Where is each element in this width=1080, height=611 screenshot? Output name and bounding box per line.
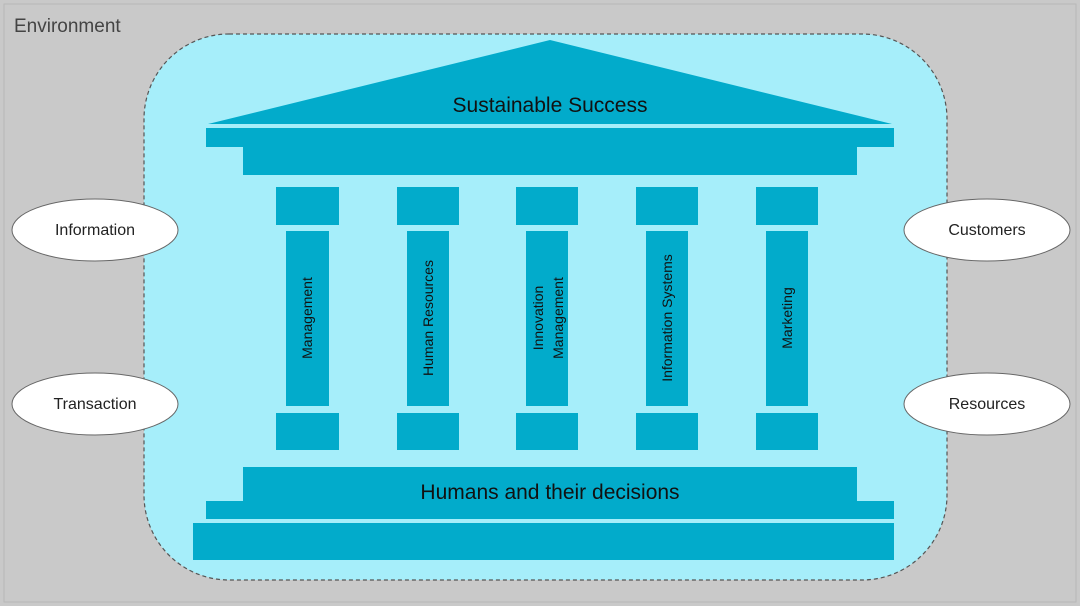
ellipse-label-information: Information — [55, 222, 135, 239]
roof-title: Sustainable Success — [453, 94, 648, 117]
foundation-middle-step — [206, 501, 894, 519]
pillar-capital — [636, 187, 698, 225]
ellipse-label-customers: Customers — [948, 222, 1025, 239]
pillar-base — [756, 413, 818, 450]
foundation-bottom-step — [193, 523, 894, 560]
foundation-label: Humans and their decisions — [420, 481, 679, 504]
ellipse-label-resources: Resources — [949, 396, 1025, 413]
pillar-base — [516, 413, 578, 450]
ellipse-information — [11, 198, 179, 262]
architrave-bottom — [243, 147, 857, 175]
pillar-shaft-marketing — [766, 231, 808, 406]
pillar-capital — [276, 187, 339, 225]
pillar-base — [636, 413, 698, 450]
environment-label: Environment — [14, 16, 121, 37]
architrave-top — [206, 128, 894, 147]
pillar-label-human-resources: Human Resources — [420, 260, 436, 376]
pillar-base — [397, 413, 459, 450]
pillar-capital — [756, 187, 818, 225]
pillar-capital — [516, 187, 578, 225]
pillar-shaft-management — [286, 231, 329, 406]
outer-frame — [3, 3, 1077, 603]
pillar-label-management: Management — [299, 277, 315, 359]
pillar-shaft-human-resources — [407, 231, 449, 406]
pillar-label-innovation-management: Management — [550, 277, 566, 359]
ellipse-customers — [903, 198, 1071, 262]
ellipse-label-transaction: Transaction — [54, 396, 137, 413]
foundation-top-step — [243, 467, 857, 501]
pillar-shaft-information-systems — [646, 231, 688, 406]
roof — [208, 40, 892, 124]
pillar-base — [276, 413, 339, 450]
pillar-shaft-innovation-management — [526, 231, 568, 406]
ellipse-resources — [903, 372, 1071, 436]
pillar-label-innovation: Innovation — [530, 286, 546, 351]
pillar-capital — [397, 187, 459, 225]
ellipse-transaction — [11, 372, 179, 436]
pillar-label-marketing: Marketing — [779, 287, 795, 348]
pillar-label-information-systems: Information Systems — [659, 254, 675, 382]
